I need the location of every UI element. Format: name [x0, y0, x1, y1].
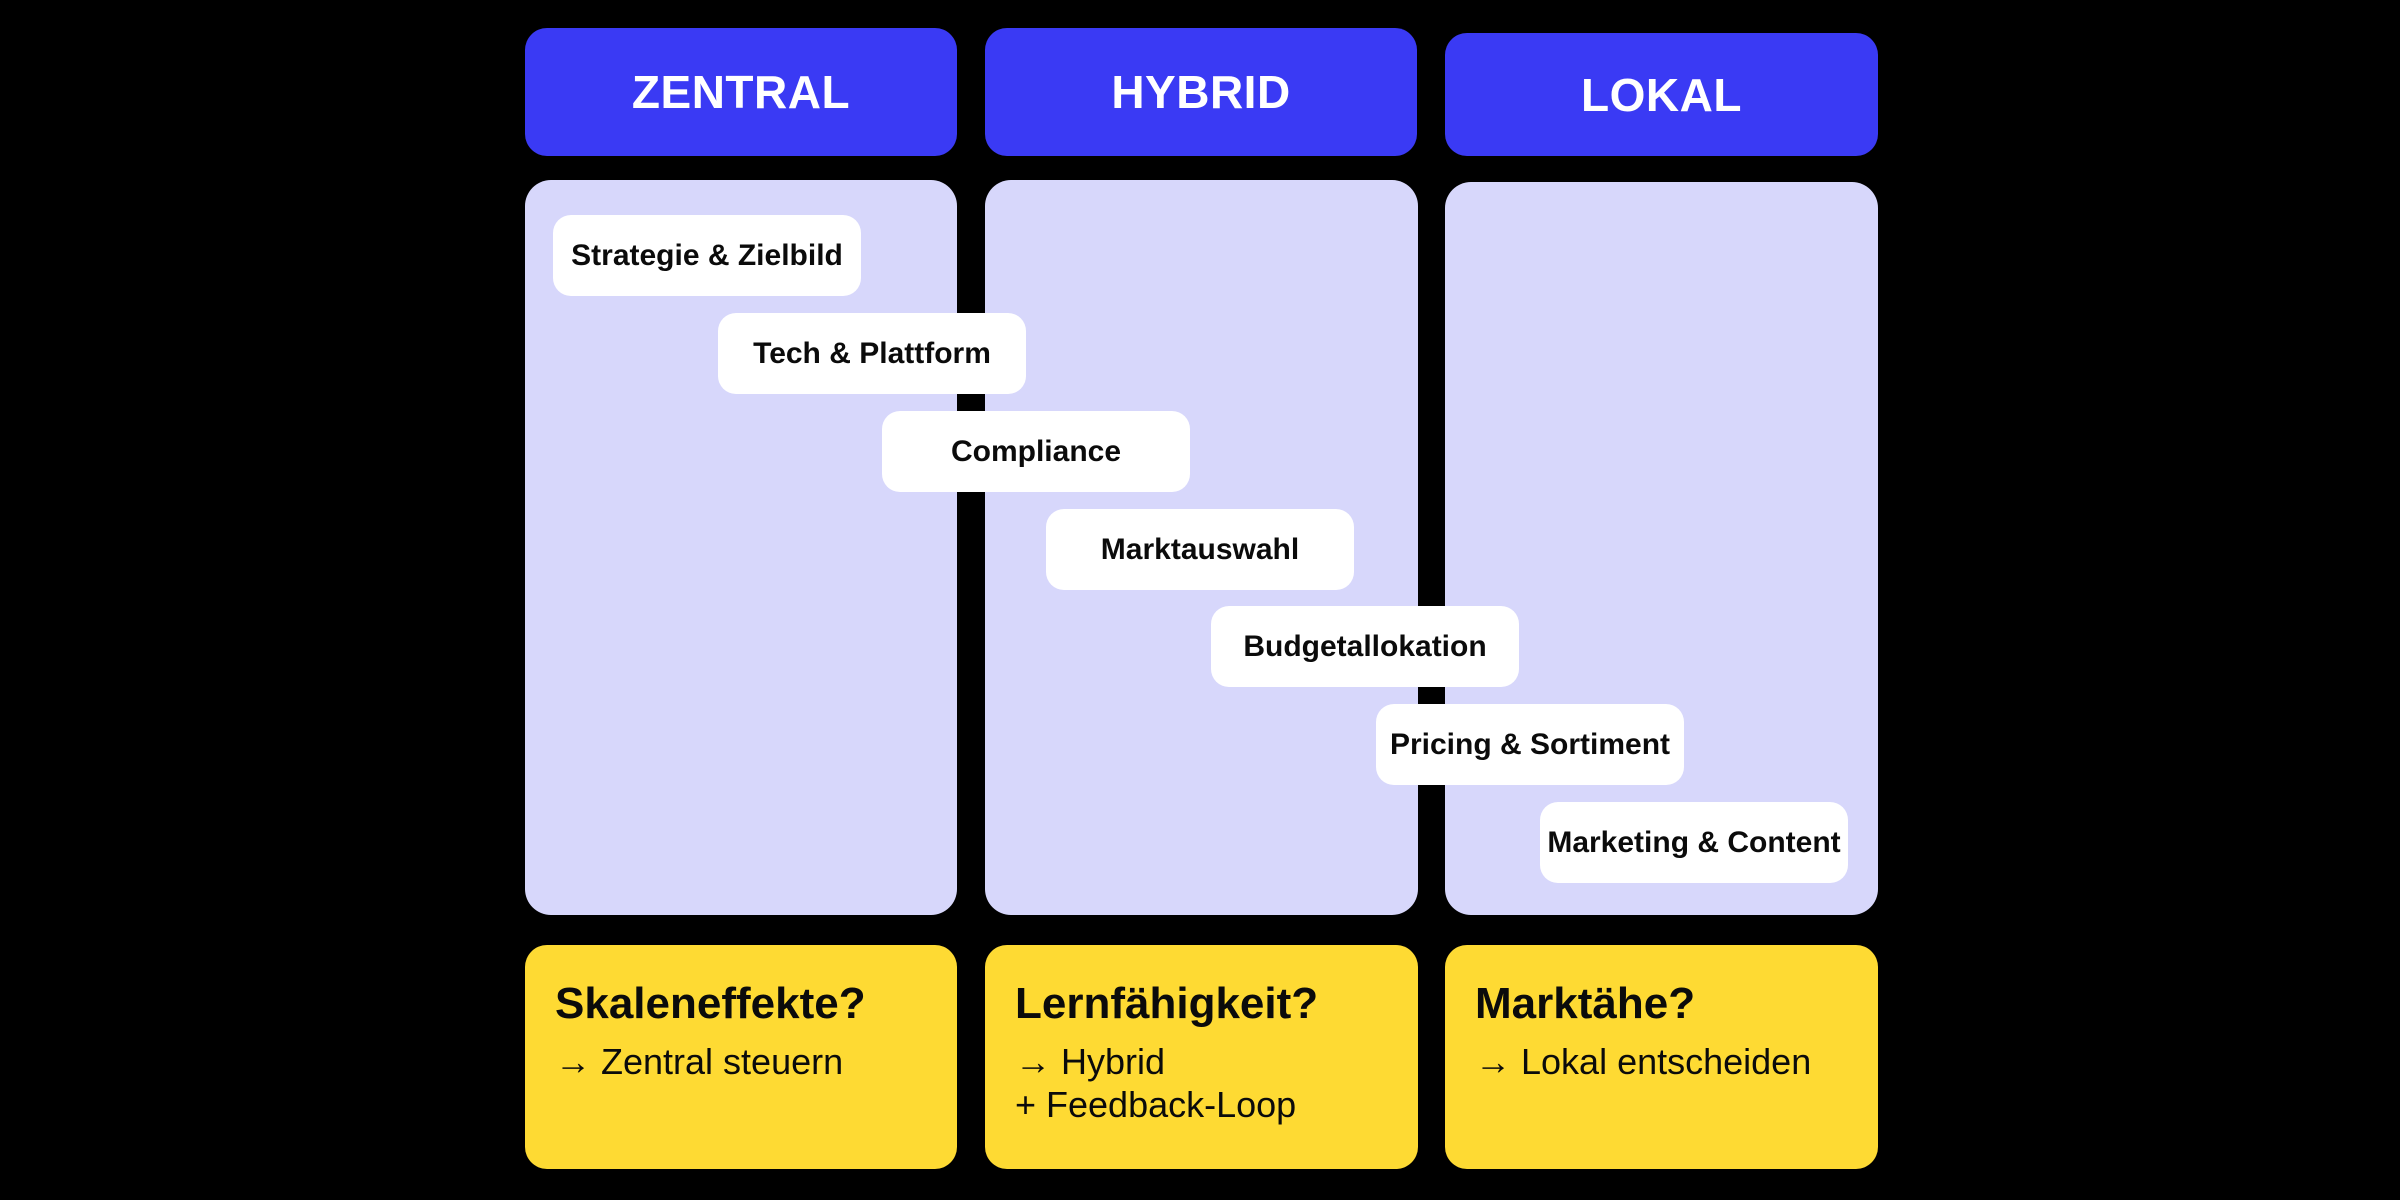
conclusion-subtitle: → Lokal entscheiden	[1475, 1041, 1811, 1083]
chip-label: Pricing & Sortiment	[1389, 727, 1671, 761]
conclusion-title: Lernfähigkeit?	[1015, 979, 1319, 1028]
column-header-label: ZENTRAL	[631, 66, 851, 118]
chip-strategie-zielbild[interactable]: Strategie & Zielbild	[553, 215, 861, 296]
conclusion-line: → Hybrid	[1015, 1041, 1166, 1083]
chip-marktauswahl[interactable]: Marktauswahl	[1046, 509, 1354, 590]
conclusion-subtitle: → Zentral steuern	[555, 1041, 843, 1083]
chip-marketing-content[interactable]: Marketing & Content	[1540, 802, 1848, 883]
chip-label: Marketing & Content	[1547, 825, 1841, 859]
chip-label: Tech & Plattform	[753, 336, 991, 370]
conclusion-card-hybrid[interactable]: Lernfähigkeit? → Hybrid + Feedback-Loop	[985, 945, 1418, 1169]
chip-budgetallokation[interactable]: Budgetallokation	[1211, 606, 1519, 687]
conclusion-card-lokal[interactable]: Marktähe? → Lokal entscheiden	[1445, 945, 1878, 1169]
conclusion-title: Marktähe?	[1475, 979, 1696, 1028]
column-header-lokal[interactable]: LOKAL	[1445, 33, 1878, 156]
conclusion-subtitle: → Hybrid + Feedback-Loop	[1015, 1041, 1296, 1126]
chip-label: Strategie & Zielbild	[571, 238, 843, 272]
chip-label: Marktauswahl	[1100, 532, 1300, 566]
conclusion-title: Skaleneffekte?	[555, 979, 866, 1028]
chip-pricing-sortiment[interactable]: Pricing & Sortiment	[1376, 704, 1684, 785]
conclusion-card-zentral[interactable]: Skaleneffekte? → Zentral steuern	[525, 945, 957, 1169]
column-header-zentral[interactable]: ZENTRAL	[525, 28, 957, 156]
chip-tech-plattform[interactable]: Tech & Plattform	[718, 313, 1026, 394]
conclusion-line: → Lokal entscheiden	[1475, 1041, 1812, 1083]
chip-label: Compliance	[950, 434, 1122, 468]
conclusion-line: → Zentral steuern	[555, 1041, 844, 1083]
chip-label: Budgetallokation	[1243, 629, 1487, 663]
column-header-label: LOKAL	[1581, 68, 1742, 121]
column-header-label: HYBRID	[1111, 66, 1291, 118]
column-panel-lokal	[1445, 182, 1878, 915]
chip-compliance[interactable]: Compliance	[882, 411, 1190, 492]
conclusion-line: + Feedback-Loop	[1015, 1083, 1297, 1125]
column-panel-zentral	[525, 180, 957, 915]
column-header-hybrid[interactable]: HYBRID	[985, 28, 1417, 156]
